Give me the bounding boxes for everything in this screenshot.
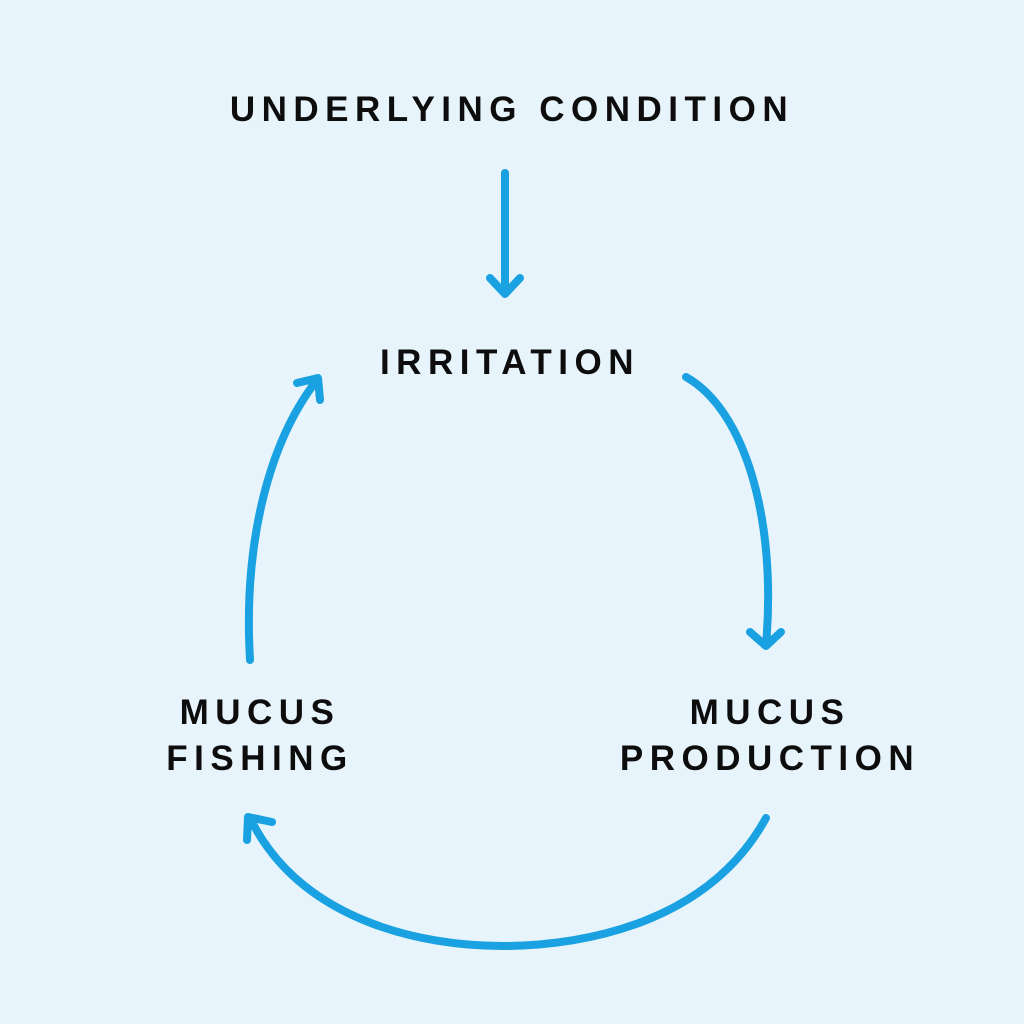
- node-irritation: IRRITATION: [379, 343, 641, 382]
- node-underlying-condition: UNDERLYING CONDITION: [229, 90, 795, 129]
- arrow-fishing-to-irritation-line: [244, 376, 321, 664]
- node-mucus-fishing: MUCUS FISHING: [110, 690, 410, 782]
- node-mucus-fishing-line2: FISHING: [166, 739, 354, 778]
- arrow-production-to-fishing-head: [243, 813, 276, 844]
- node-mucus-production: MUCUS PRODUCTION: [560, 690, 980, 782]
- arrow-underlying-to-irritation: [486, 169, 524, 298]
- arrow-production-to-fishing-line: [246, 814, 770, 950]
- arrow-production-to-fishing: [243, 813, 770, 950]
- arrow-irritation-to-production-line: [682, 373, 773, 649]
- arrow-irritation-to-production-head: [746, 628, 785, 650]
- arrow-fishing-to-irritation-head: [293, 374, 324, 404]
- node-mucus-production-line1: MUCUS: [689, 693, 851, 732]
- node-mucus-production-line2: PRODUCTION: [619, 739, 921, 778]
- arrow-fishing-to-irritation: [244, 374, 324, 664]
- node-mucus-fishing-line1: MUCUS: [179, 693, 341, 732]
- arrow-irritation-to-production: [682, 373, 785, 650]
- arrow-underlying-to-irritation-head: [486, 274, 524, 298]
